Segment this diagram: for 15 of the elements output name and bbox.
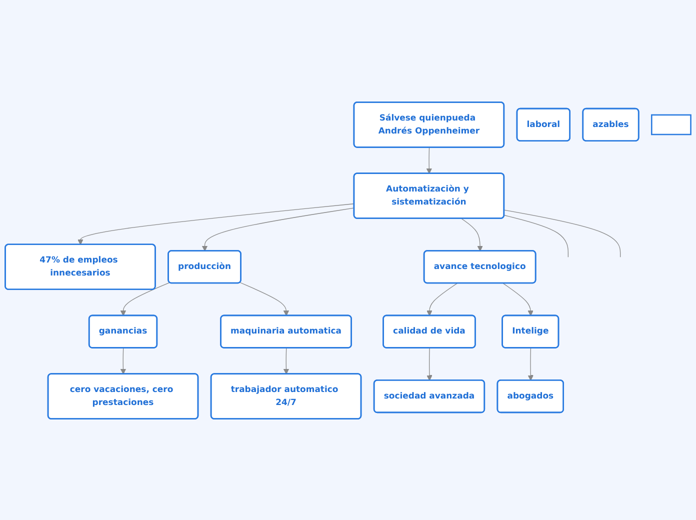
connector: [504, 209, 621, 257]
arrow: [283, 347, 290, 374]
arrow: [528, 347, 534, 380]
arrow: [120, 282, 170, 316]
node-box: [651, 114, 692, 135]
arrow: [240, 282, 290, 316]
arrow: [78, 202, 355, 244]
arrow: [502, 282, 534, 316]
arrow: [426, 146, 432, 174]
arrow: [202, 207, 355, 251]
arrow: [461, 218, 483, 251]
arrow: [426, 347, 432, 380]
arrow: [120, 347, 126, 374]
connector: [504, 214, 568, 257]
arrow: [426, 282, 458, 316]
